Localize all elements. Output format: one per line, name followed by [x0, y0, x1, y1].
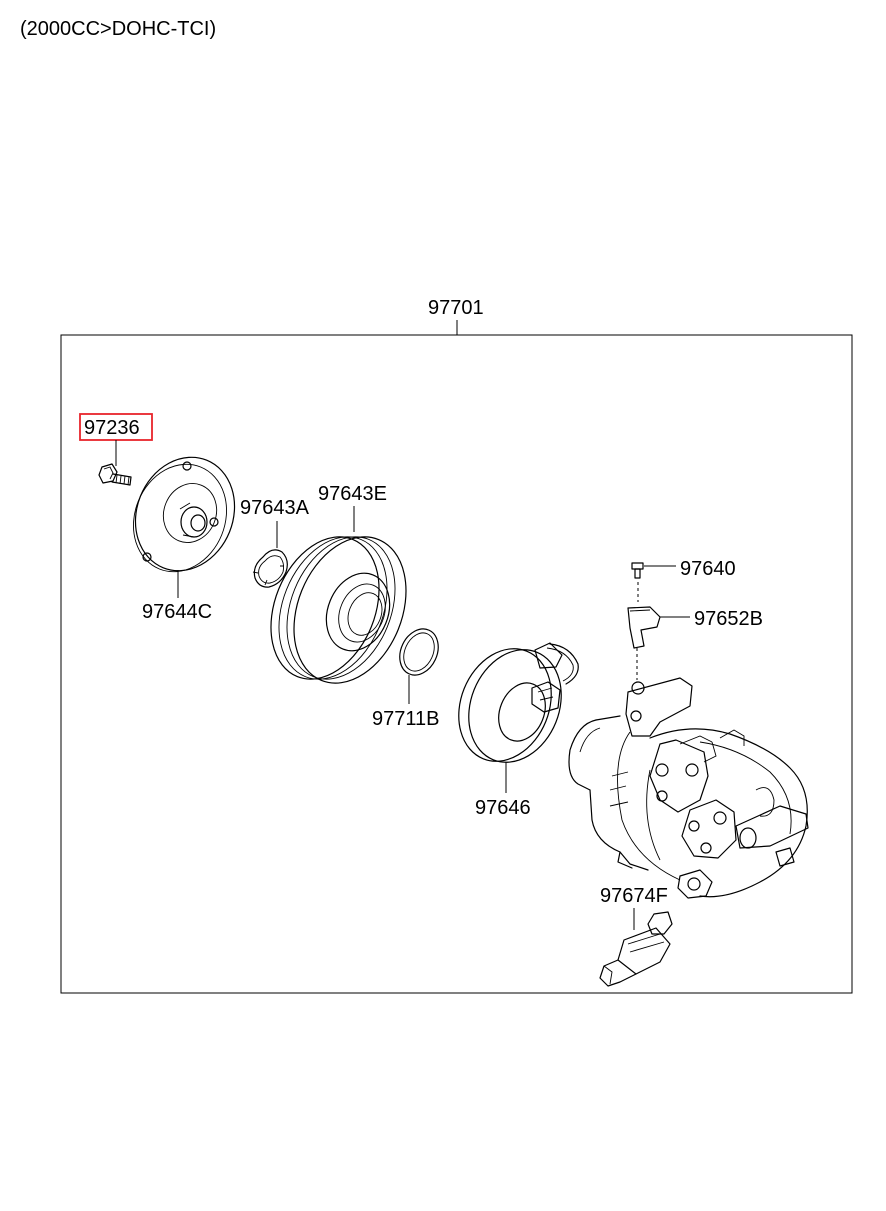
snap-ring-label[interactable]: 97643A: [240, 497, 310, 519]
o-ring-part[interactable]: 97711B: [372, 623, 445, 730]
snap-ring-part[interactable]: 97643A: [240, 497, 310, 588]
bolt-part[interactable]: 97236: [79, 413, 153, 486]
pulley-label[interactable]: 97643E: [318, 483, 387, 505]
pressure-switch-drawing: [599, 911, 673, 987]
bracket-label[interactable]: 97652B: [694, 608, 763, 630]
bracket-drawing: [627, 606, 661, 649]
pressure-switch-part[interactable]: 97674F: [599, 885, 673, 987]
bolt-drawing: [98, 463, 132, 486]
pulley-part[interactable]: 97643E: [251, 483, 427, 700]
bracket-part[interactable]: 97652B: [627, 606, 763, 680]
clutch-hub-label[interactable]: 97644C: [142, 601, 212, 623]
clutch-hub-part[interactable]: 97644C: [118, 442, 252, 623]
assembly-frame: [60, 334, 853, 994]
o-ring-label[interactable]: 97711B: [372, 708, 439, 730]
screw-label[interactable]: 97640: [680, 558, 736, 580]
compressor-body[interactable]: [568, 677, 809, 899]
o-ring-drawing: [399, 628, 439, 676]
snap-ring-drawing: [252, 549, 288, 588]
assembly-label[interactable]: 97701: [428, 297, 484, 319]
engine-variant-label: (2000CC>DOHC-TCI): [20, 18, 216, 40]
field-coil-drawing: [458, 642, 579, 763]
field-coil-label[interactable]: 97646: [475, 797, 531, 819]
field-coil-part[interactable]: 97646: [442, 635, 579, 819]
compressor-drawing: [568, 677, 809, 899]
clutch-hub-drawing: [133, 456, 236, 573]
screw-part[interactable]: 97640: [631, 558, 736, 602]
pulley-drawing: [270, 536, 407, 684]
bolt-label[interactable]: 97236: [84, 417, 140, 439]
pressure-switch-label[interactable]: 97674F: [600, 885, 668, 907]
screw-drawing: [631, 562, 644, 579]
